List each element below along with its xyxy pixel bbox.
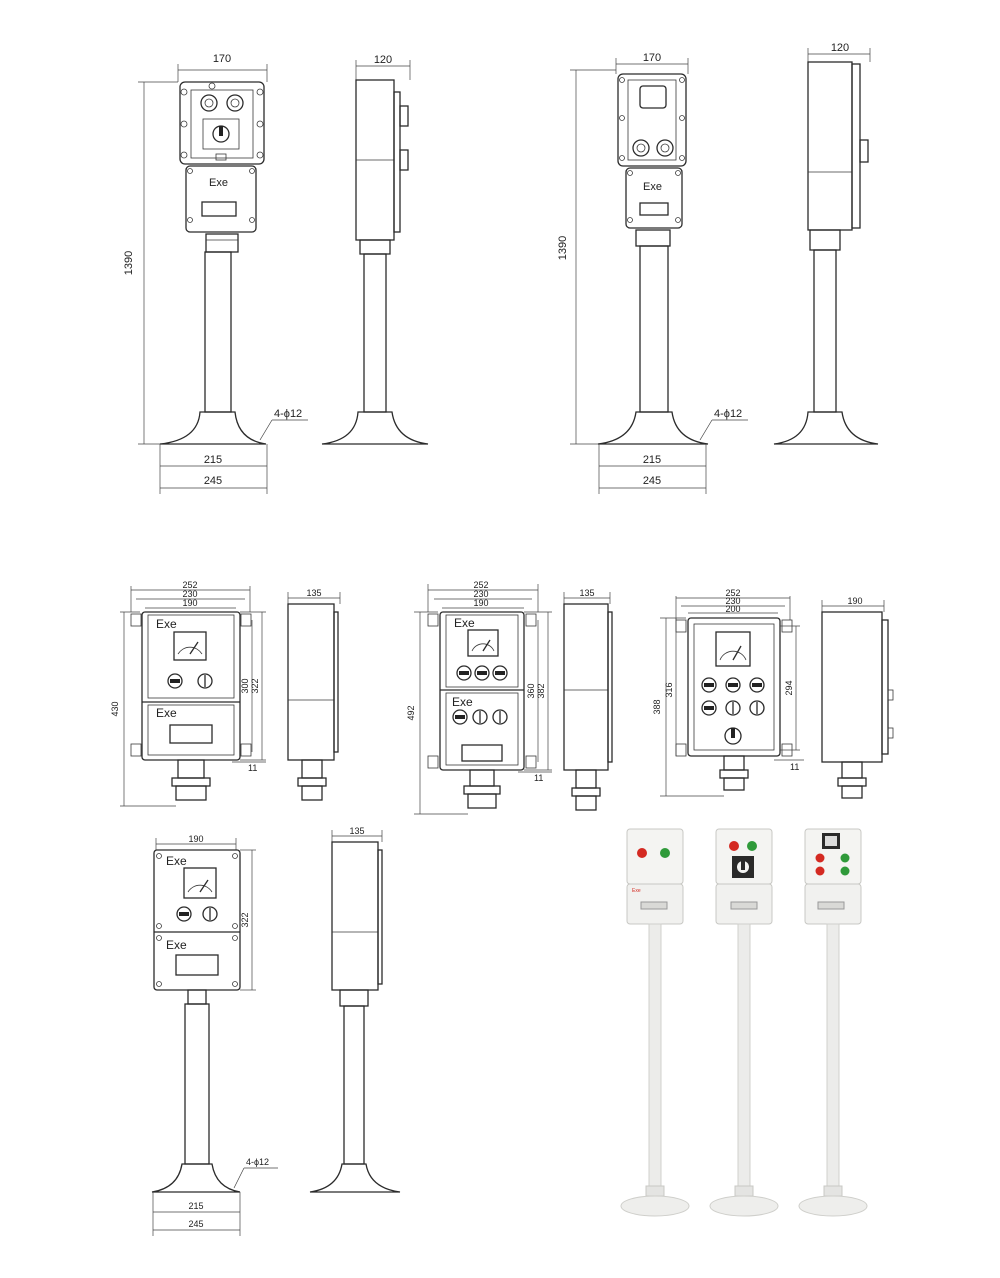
dim-w-inner: 200 [725, 604, 740, 614]
photo-exe-label: Exe [632, 888, 641, 894]
dim-base-inner: 215 [188, 1201, 203, 1211]
holes-callout: 4-ϕ12 [274, 408, 302, 420]
photo-unit-3 [798, 828, 868, 1217]
holes-callout: 4-ϕ12 [246, 1157, 269, 1167]
dim-w-mid: 230 [182, 589, 197, 599]
drawing-5-front-view: 252 230 200 388 316 294 11 [652, 588, 804, 797]
dim-h-body: 322 [240, 912, 250, 927]
dim-h-mount: 360 [526, 683, 536, 698]
photo-unit-1: Exe [620, 828, 690, 1217]
marking-exe-bottom: Exe [156, 706, 177, 720]
drawing-6-side-view: 135 [309, 826, 401, 1193]
dim-width: 170 [643, 52, 661, 64]
drawing-4-side-view: 135 [563, 588, 613, 811]
drawing-1-side-view: 120 [321, 54, 429, 445]
drawing-4-front-view: 252 230 190 Exe Exe 492 360 382 11 [406, 580, 552, 815]
dim-depth: 135 [579, 588, 594, 598]
dim-w-outer: 252 [182, 580, 197, 590]
dim-depth: 135 [349, 826, 364, 836]
product-photo: Exe [620, 828, 868, 1217]
drawing-2-front-view: 170 Exe 1390 4-ϕ12 215 245 [557, 52, 748, 494]
dim-h-total: 388 [652, 699, 662, 714]
drawing-3-front-view: 252 230 190 Exe Exe 430 300 322 11 [110, 580, 266, 807]
dim-base-outer: 245 [204, 475, 222, 487]
marking-exe-top: Exe [166, 854, 187, 868]
drawing-5-side-view: 190 [821, 596, 894, 799]
dim-depth: 120 [831, 42, 849, 54]
drawing-1-front-view: 170 Exe 1390 4-ϕ12 [123, 53, 308, 494]
dim-w-inner: 190 [473, 598, 488, 608]
marking-exe-bottom: Exe [166, 938, 187, 952]
dim-flange: 11 [534, 773, 543, 783]
dim-base-outer: 245 [643, 475, 661, 487]
dim-base-inner: 215 [204, 454, 222, 466]
dim-depth: 120 [374, 54, 392, 66]
dim-height: 1390 [557, 236, 569, 260]
dim-flange: 11 [248, 763, 257, 773]
dim-height: 1390 [123, 251, 135, 275]
dim-w-inner: 190 [182, 598, 197, 608]
dim-h-mount: 294 [784, 680, 794, 695]
dim-flange: 11 [790, 762, 799, 772]
marking-exe-top: Exe [454, 616, 475, 630]
dim-w-outer: 252 [473, 580, 488, 590]
dim-base-outer: 245 [188, 1219, 203, 1229]
dim-h-total: 430 [110, 701, 120, 716]
marking-exe: Exe [209, 177, 228, 189]
drawing-6-front-view: 190 Exe Exe 322 4-ϕ12 215 245 [151, 834, 278, 1236]
dim-h-body: 316 [664, 682, 674, 697]
dim-h-body: 322 [250, 678, 260, 693]
marking-exe-top: Exe [156, 617, 177, 631]
marking-exe: Exe [643, 181, 662, 193]
marking-exe-bottom: Exe [452, 695, 473, 709]
photo-unit-2 [709, 828, 779, 1217]
dim-depth: 190 [847, 596, 862, 606]
dim-w-mid: 230 [473, 589, 488, 599]
dim-h-total: 492 [406, 705, 416, 720]
dim-depth: 135 [306, 588, 321, 598]
dim-h-body: 382 [536, 683, 546, 698]
dim-w-mid: 230 [725, 596, 740, 606]
drawing-2-side-view: 120 [773, 42, 879, 445]
dim-h-mount: 300 [240, 678, 250, 693]
dim-width: 190 [188, 834, 203, 844]
dim-base-inner: 215 [643, 454, 661, 466]
dim-width: 170 [213, 53, 231, 65]
dim-w-outer: 252 [725, 588, 740, 598]
drawing-3-side-view: 135 [287, 588, 341, 801]
holes-callout: 4-ϕ12 [714, 408, 742, 420]
